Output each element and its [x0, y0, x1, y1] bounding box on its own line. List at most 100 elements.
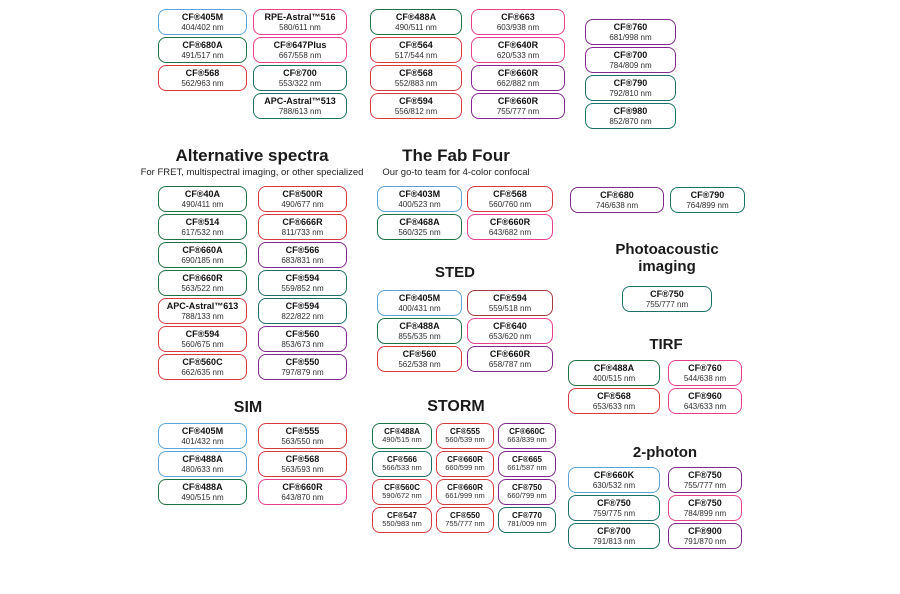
dye-wavelengths: 400/523 nm	[398, 199, 441, 209]
dye-wavelengths: 681/998 nm	[609, 32, 652, 42]
dye-wavelengths: 490/515 nm	[382, 435, 422, 445]
dye-wavelengths: 788/133 nm	[181, 311, 224, 321]
dye-name: CF®488A	[384, 427, 420, 437]
dye-wavelengths: 759/775 nm	[592, 508, 636, 518]
dye-name: CF®980	[613, 106, 648, 117]
dye-name: CF®770	[512, 511, 542, 521]
dye-wavelengths: 855/535 nm	[398, 331, 441, 341]
dye-name: CF®660A	[182, 245, 223, 256]
fab-four-subtitle: Our go-to team for 4-color confocal	[382, 167, 530, 178]
dye-name: CF®790	[690, 190, 725, 201]
dye-wavelengths: 556/812 nm	[394, 106, 438, 116]
dye-wavelengths: 660/799 nm	[507, 491, 547, 501]
dye-wavelengths: 544/638 nm	[683, 373, 727, 383]
dye-name: CF®660R	[497, 96, 539, 107]
dye-wavelengths: 683/831 nm	[281, 255, 324, 265]
dye-name: CF®560C	[384, 483, 420, 493]
dye-name: CF®594	[285, 273, 320, 284]
sim-title: SIM	[233, 399, 263, 416]
dye-wavelengths: 580/611 nm	[279, 22, 321, 32]
dye-name: CF®568	[399, 68, 433, 79]
dye-wavelengths: 400/515 nm	[592, 373, 636, 383]
dye-name: CF®566	[387, 455, 417, 465]
dye-name: CF®750	[597, 498, 631, 509]
dye-wavelengths: 784/899 nm	[683, 508, 727, 518]
dye-name: CF®700	[597, 526, 631, 537]
dye-name: CF®564	[399, 40, 433, 51]
dye-wavelengths: 490/677 nm	[281, 199, 324, 209]
dye-wavelengths: 563/522 nm	[181, 283, 224, 293]
dye-name: CF®40A	[184, 189, 221, 200]
dye-name: CF®760	[688, 363, 722, 374]
dye-wavelengths: 630/532 nm	[592, 480, 636, 490]
dye-wavelengths: 764/899 nm	[686, 200, 729, 210]
dye-wavelengths: 590/672 nm	[382, 491, 422, 501]
dye-wavelengths: 811/733 nm	[281, 227, 324, 237]
dye-name: CF®405M	[181, 426, 224, 437]
dye-name: CF®560	[285, 329, 320, 340]
dye-wavelengths: 559/518 nm	[488, 303, 532, 313]
dye-wavelengths: 781/009 nm	[507, 519, 547, 529]
dye-name: CF®560C	[182, 357, 223, 368]
dye-wavelengths: 490/511 nm	[395, 22, 437, 32]
dye-wavelengths: 667/558 nm	[278, 50, 322, 60]
dye-wavelengths: 562/963 nm	[181, 78, 224, 88]
dye-wavelengths: 517/544 nm	[394, 50, 438, 60]
dye-name: CF®660C	[509, 427, 545, 437]
dye-name: CF®594	[185, 329, 220, 340]
dye-name: CF®405M	[181, 12, 224, 23]
dye-name: CF®403M	[398, 189, 441, 200]
dye-wavelengths: 560/539 nm	[445, 435, 485, 445]
dye-wavelengths: 660/599 nm	[445, 463, 485, 473]
dye-name: CF®750	[650, 289, 684, 300]
dye-name: CF®547	[387, 511, 417, 521]
dye-wavelengths: 490/515 nm	[181, 492, 224, 502]
dye-name: CF®594	[399, 96, 433, 107]
dye-wavelengths: 755/777 nm	[445, 519, 485, 529]
dye-wavelengths: 562/538 nm	[398, 359, 441, 369]
dye-name: APC-Astral™513	[264, 96, 336, 107]
tirf-title: TIRF	[649, 336, 683, 353]
dye-wavelengths: 746/638 nm	[595, 200, 639, 210]
dye-name: CF®488A	[182, 454, 223, 465]
